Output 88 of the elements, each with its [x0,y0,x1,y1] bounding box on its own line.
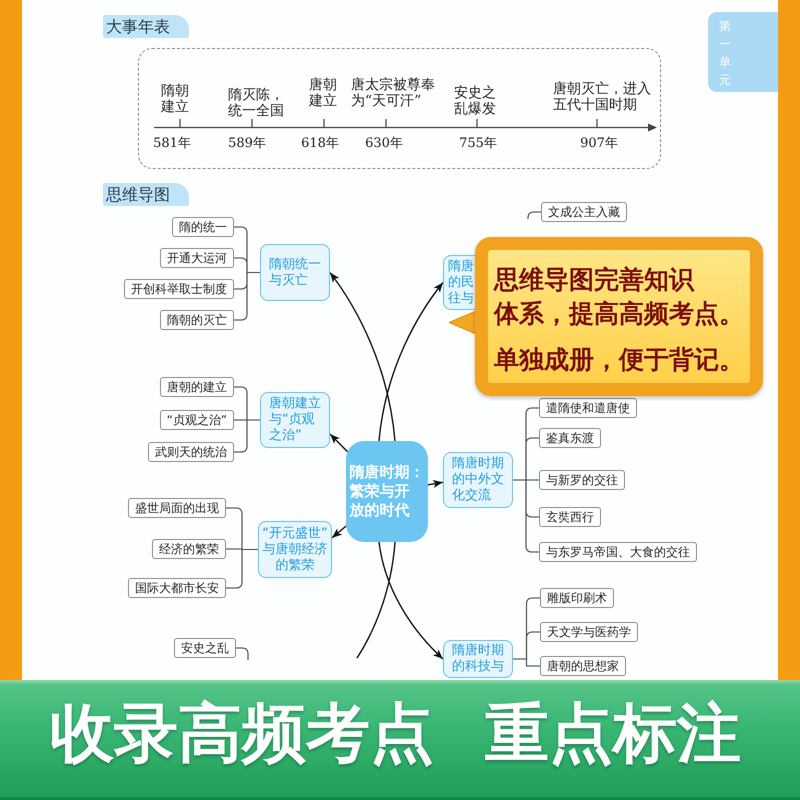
section-tab [103,15,189,38]
event-label: 唐太宗被尊奉为“天可汗” [351,77,436,109]
subtopic-label: 遣隋使和遣唐使 [546,401,630,415]
arrow [428,480,444,488]
subtopic-box [160,248,234,268]
arrow [332,525,347,538]
year-label: 907年 [580,136,618,151]
topic-label: 隋唐的民往与 [448,258,474,306]
subtopic-label: 天文学与医药学 [547,625,631,639]
subtopic-label: 文成公主入藏 [548,205,620,219]
subtopic-box [541,202,627,222]
subtopic-box [124,279,234,299]
bracket-line [236,647,249,660]
event-label: 安史之乱爆发 [454,85,497,117]
section-tab [103,183,189,206]
year-label: 630年 [365,136,403,151]
topic-label: “开元盛世”与唐朝经济的繁荣 [262,526,328,574]
curved-line [356,542,396,658]
subtopic-label: 开创科举取士制度 [131,282,227,296]
topic-box [443,452,513,508]
subtopic-box [160,410,234,430]
callout-bubble [449,237,763,396]
subtopic-box [540,588,614,608]
arrow [329,272,396,442]
banner-slogan: 重点标注 [485,696,741,773]
subtopic-label: “贞观之治” [166,413,227,427]
bracket-line [527,211,541,219]
event-label: 隋朝建立 [161,83,190,115]
subtopic-box [148,442,234,462]
subtopic-box [540,622,638,642]
subtopic-label: 国际大都市长安 [135,581,219,595]
topic-box [443,255,475,310]
subtopic-box [128,498,226,518]
main-topic-label: 隋唐时期：繁荣与开放的时代 [350,463,424,520]
topic-label: 唐朝建立与“贞观之治” [269,396,321,444]
year-label: 581年 [153,136,191,151]
subtopic-label: 玄奘西行 [546,510,594,524]
topic-label: 隋唐时期的中外文化交流 [452,456,504,504]
subtopic-label: 雕版印刷术 [547,591,607,605]
subtopic-box [160,377,234,397]
subtopic-label: 武则天的统治 [155,445,227,459]
topic-box [260,244,330,301]
subtopic-box [539,398,637,418]
subtopic-label: 隋的统一 [179,220,227,234]
section-heading: 大事年表 [106,17,170,36]
event-label: 隋灭陈，统一全国 [228,87,285,119]
subtopic-box [160,310,234,330]
promo-banner [0,680,800,800]
subtopic-box [539,428,601,448]
subtopic-box [539,470,625,490]
topic-box [443,640,513,678]
unit-tab [708,12,778,92]
year-label: 755年 [459,136,497,151]
subtopic-box [174,638,236,658]
topic-label: 隋朝统一与灭亡 [269,256,321,288]
subtopic-label: 隋朝的灭亡 [167,313,227,327]
callout-text: 单独成册，便于背记。 [494,344,744,376]
subtopic-label: 与东罗马帝国、大食的交往 [546,545,690,559]
subtopic-box [539,507,601,527]
arrow [330,434,348,452]
subtopic-label: 与新罗的交往 [546,473,618,487]
subtopic-box [128,578,226,598]
subtopic-label: 鉴真东渡 [546,431,594,445]
event-label: 唐朝灭亡，进入五代十国时期 [553,81,652,113]
subtopic-label: 开通大运河 [167,251,227,265]
subtopic-label: 安史之乱 [181,641,229,655]
bracket-line [226,548,258,589]
subtopic-box [152,539,226,559]
subtopic-label: 盛世局面的出现 [135,501,219,515]
subtopic-box [540,656,626,676]
banner-slogan: 收录高频考点 [50,696,434,773]
unit-label: 第一单元 [719,18,731,89]
bracket-line [513,658,540,667]
subtopic-label: 唐朝的建立 [167,380,227,394]
section-heading: 思维导图 [106,185,170,204]
topic-label: 隋唐时期的科技与 [452,643,504,675]
year-label: 589年 [228,136,266,151]
year-label: 618年 [301,136,339,151]
main-topic-box [346,441,428,542]
subtopic-box [539,542,697,562]
arrow [378,282,444,442]
arrow [378,542,444,660]
subtopic-label: 唐朝的思想家 [547,659,619,673]
event-label: 唐朝建立 [309,77,338,109]
callout-text: 思维导图完善知识体系，提高高频考点。 [494,264,744,330]
subtopic-box [172,217,234,237]
topic-box [260,392,330,448]
subtopic-label: 经济的繁荣 [159,542,219,556]
